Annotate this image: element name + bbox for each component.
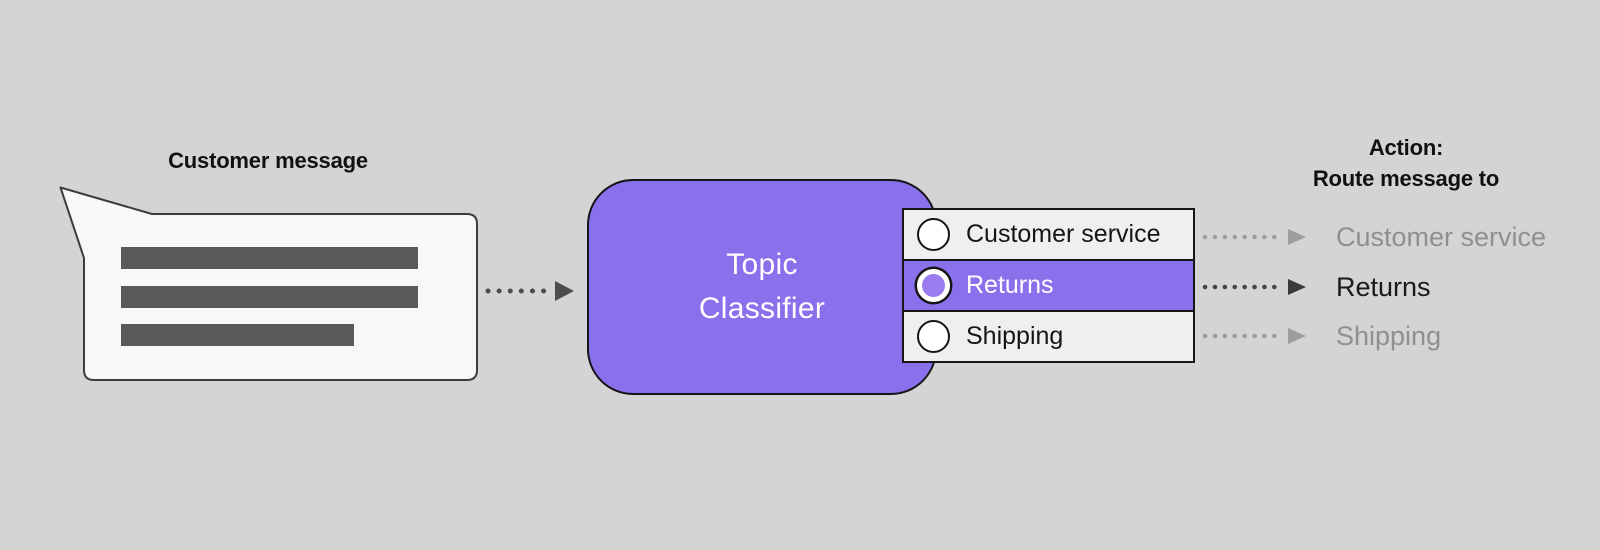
action-heading-line1: Action:	[1368, 135, 1444, 160]
radio-unselected-icon	[917, 320, 950, 353]
customer-message-title: Customer message	[168, 148, 368, 173]
option-row-shipping: Shipping	[904, 310, 1193, 361]
option-label: Customer service	[966, 220, 1161, 248]
message-text-line	[121, 247, 418, 269]
radio-unselected-icon	[917, 218, 950, 251]
route-destination-shipping: Shipping	[1336, 320, 1442, 351]
input-dotted-arrow	[485, 281, 574, 301]
topic-classifier-node: Topic Classifier	[587, 179, 937, 395]
classification-options-list: Customer service Returns Shipping	[902, 208, 1195, 363]
classifier-label-line2: Classifier	[698, 292, 826, 325]
route-arrow-customer-service-icon	[1202, 229, 1306, 245]
option-row-customer-service: Customer service	[904, 210, 1193, 259]
action-heading: Action: Route message to	[1296, 132, 1516, 194]
route-arrow-shipping-icon	[1202, 328, 1306, 344]
message-text-line	[121, 324, 354, 346]
option-row-returns: Returns	[904, 259, 1193, 310]
route-arrow-returns-icon	[1202, 279, 1306, 295]
route-destination-customer-service: Customer service	[1336, 221, 1547, 252]
message-text-line	[121, 286, 418, 308]
option-label: Shipping	[966, 322, 1064, 350]
classifier-label-line1: Topic	[726, 248, 798, 281]
action-heading-line2: Route message to	[1312, 166, 1500, 191]
speech-bubble	[59, 186, 478, 381]
option-label: Returns	[966, 271, 1054, 299]
route-destination-returns: Returns	[1336, 271, 1431, 302]
radio-selected-icon	[917, 269, 950, 302]
